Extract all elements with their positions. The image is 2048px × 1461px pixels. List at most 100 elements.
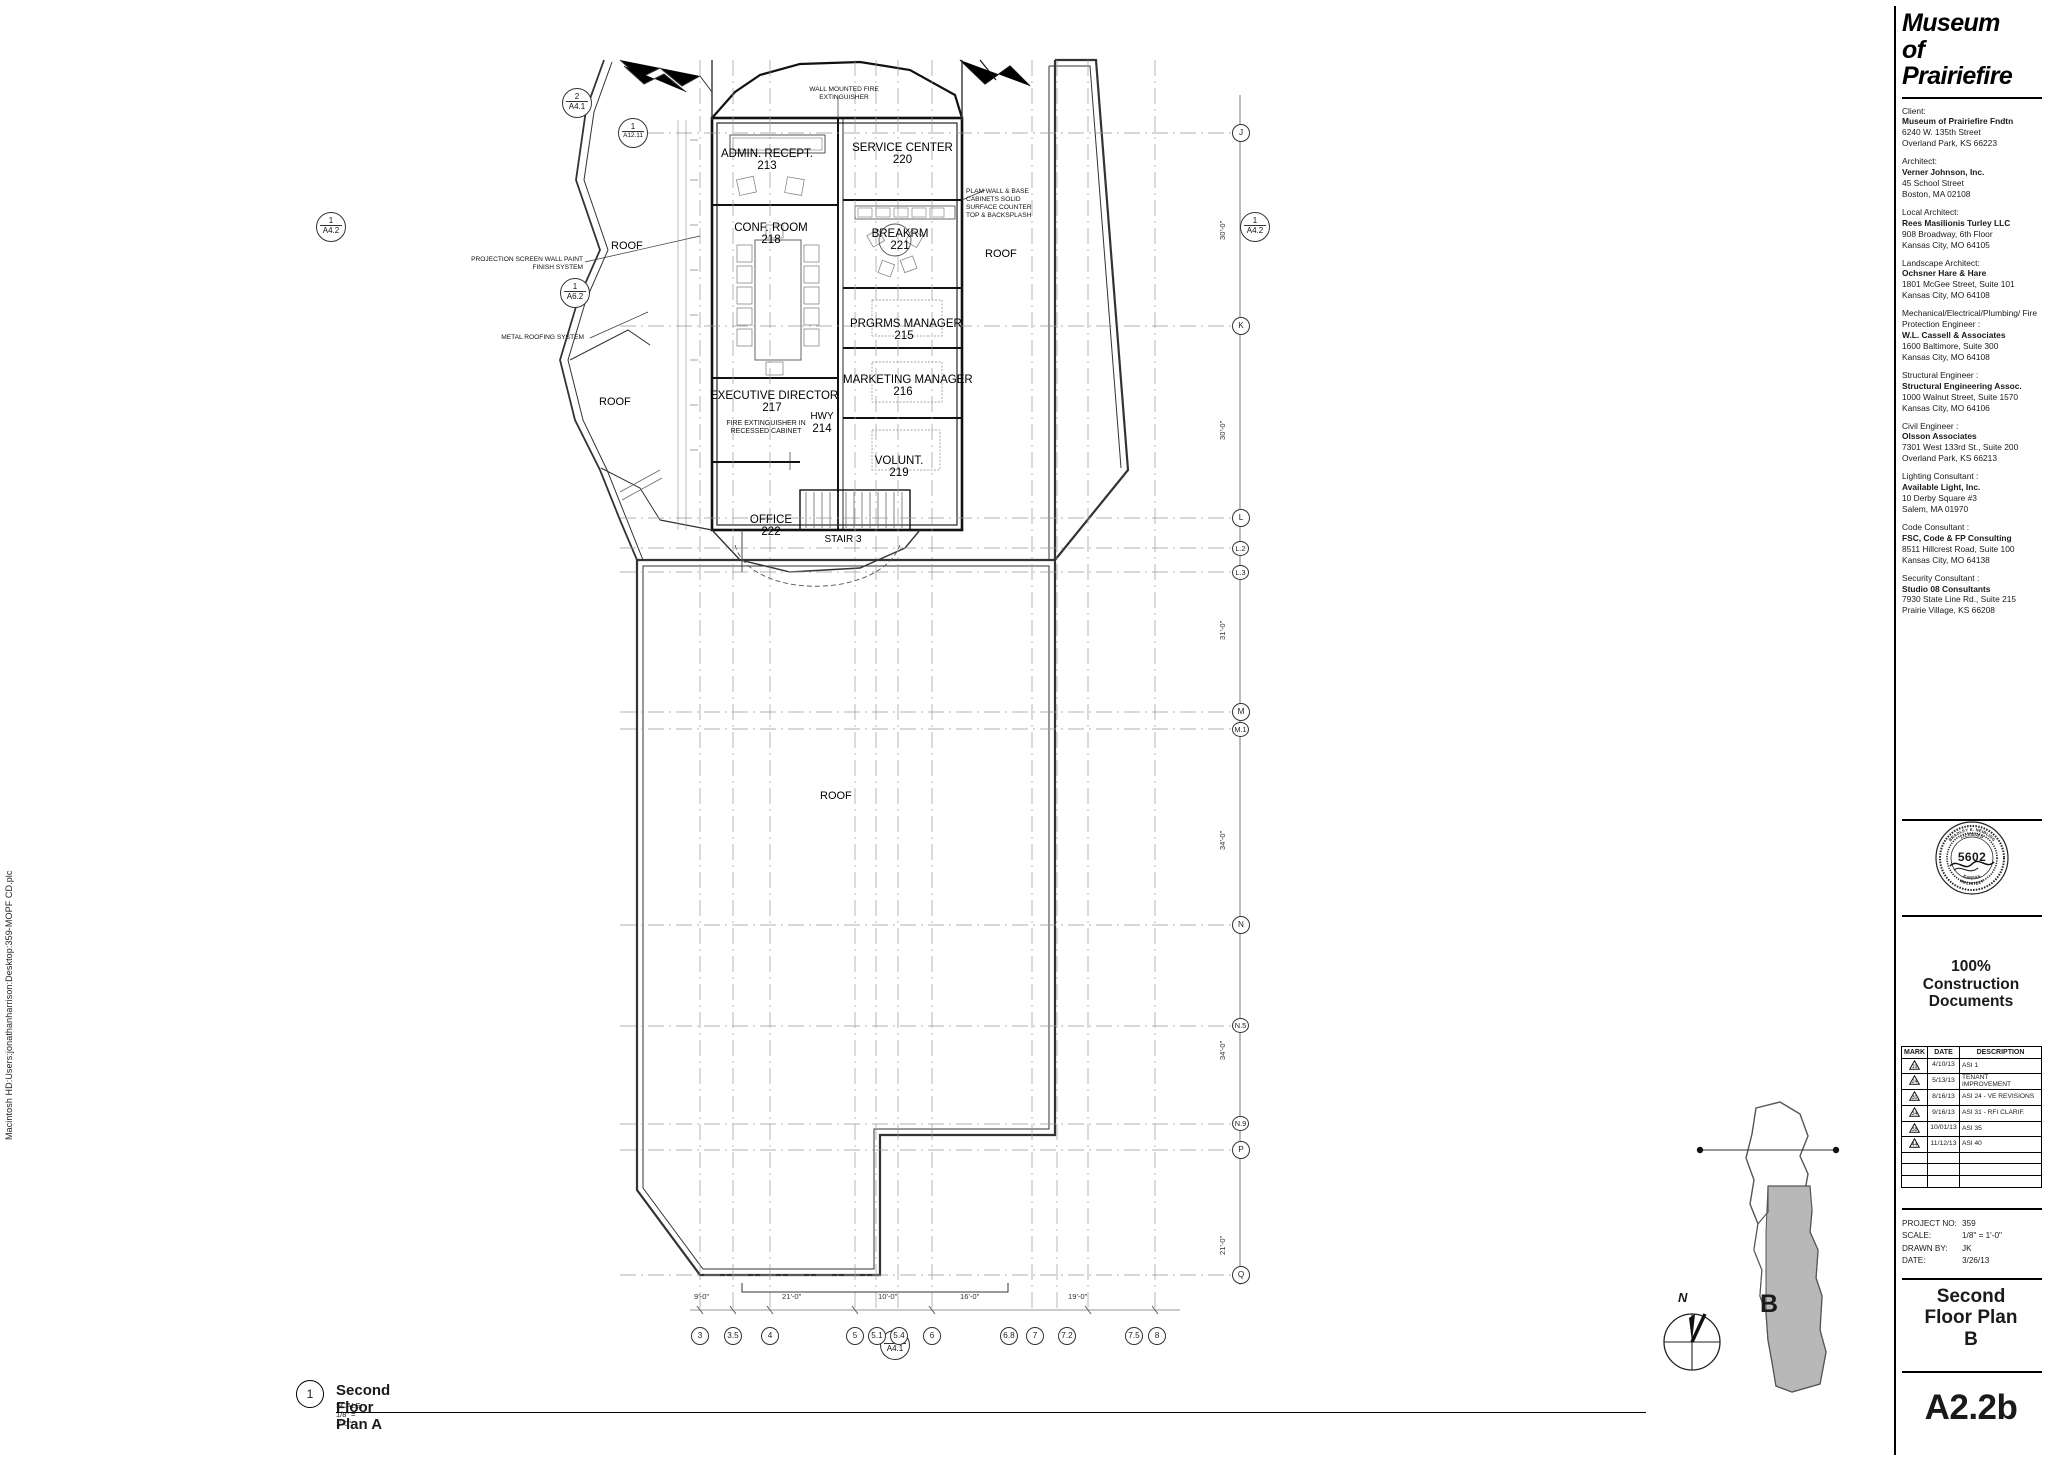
sheet-number: A2.2b [1924, 1388, 2018, 1427]
grid-bubble-5-1[interactable]: 5.1 [868, 1327, 886, 1345]
grid-bubble-N[interactable]: N [1232, 916, 1250, 934]
room-name: SERVICE CENTER [852, 142, 953, 154]
grid-bubble-6-8[interactable]: 6.8 [1000, 1327, 1018, 1345]
scale-value: 1/8" = 1'-0" [1962, 1231, 2002, 1241]
room-number: 221 [890, 240, 910, 253]
revision-header-mark: MARK [1901, 1046, 1928, 1059]
note-metal-roofing: METAL ROOFING SYSTEM [501, 334, 584, 341]
revision-row [1901, 1151, 2042, 1165]
consultant-role: Local Architect: [1902, 206, 1959, 217]
revision-mark [1901, 1163, 1928, 1176]
grid-bubble-8[interactable]: 8 [1148, 1327, 1166, 1345]
dimension-9-0: 9'-0" [694, 1292, 710, 1301]
grid-bubble-6[interactable]: 6 [923, 1327, 941, 1345]
seal-divider-top [1902, 819, 2042, 821]
architect-seal-icon: BRADLEY K. NEIBLING LICENSED KANSAS ARCH… [1934, 820, 2010, 896]
grid-bubble-J[interactable]: J [1232, 124, 1250, 142]
floor-plan-vector [559, 58, 1241, 1315]
grid-bubble-K[interactable]: K [1232, 317, 1250, 335]
consultant-address-2: Kansas City, MO 64105 [1902, 239, 1990, 250]
room-prgrms-manager: PRGRMS MANAGER 215 [850, 318, 962, 343]
consultant-role: Code Consultant : [1902, 521, 1970, 532]
issue-status: 100% Construction Documents [1896, 958, 2046, 1011]
room-number: 215 [894, 330, 914, 343]
date-label: DATE: [1902, 1256, 1926, 1266]
grid-bubble-N-5[interactable]: N.5 [1232, 1018, 1249, 1033]
grid-bubble-N-9[interactable]: N.9 [1232, 1116, 1249, 1131]
key-plan-area-letter: B [1760, 1290, 1779, 1318]
svg-text:19: 19 [1912, 1064, 1918, 1070]
detail-callout-a6-2[interactable]: 1 A6.2 [560, 278, 590, 308]
grid-bubble-5-4[interactable]: 5.4 [890, 1327, 908, 1345]
grid-bubble-L-2[interactable]: L.2 [1232, 541, 1249, 556]
grid-bubble-7-2[interactable]: 7.2 [1058, 1327, 1076, 1345]
grid-bubble-4[interactable]: 4 [761, 1327, 779, 1345]
dimension-31-0: 31'-0" [1218, 620, 1227, 640]
sheet-title: Second Floor Plan B [1896, 1286, 2046, 1350]
consultant-name: FSC, Code & FP Consulting [1902, 532, 2012, 543]
svg-text:30: 30 [1912, 1096, 1918, 1102]
consultant-address-2: Salem, MA 01970 [1902, 504, 1969, 514]
svg-text:34: 34 [1912, 1111, 1918, 1117]
consultant-address-1: 7930 State Line Rd., Suite 215 [1902, 594, 2017, 605]
grid-bubble-L-3[interactable]: L.3 [1232, 565, 1249, 580]
project-number-row: PROJECT NO: 359 [1902, 1218, 2042, 1230]
detail-callout-a4-2-left[interactable]: 1 A4.2 [316, 212, 346, 242]
architect-seal-block: BRADLEY K. NEIBLING LICENSED KANSAS ARCH… [1896, 812, 2046, 952]
consultant-address-2: Kansas City, MO 64138 [1902, 554, 1990, 565]
grid-bubble-M-1[interactable]: M.1 [1232, 722, 1249, 737]
note-projection-screen: PROJECTION SCREEN WALL PAINT FINISH SYST… [471, 256, 583, 271]
consultant-address-1: 1801 McGee Street, Suite 101 [1902, 279, 2015, 290]
callout-detail-number: 1 [572, 282, 578, 291]
revision-description: ASI 35 [1959, 1120, 2042, 1138]
issue-status-line-2: Construction [1922, 975, 2020, 993]
detail-callout-a12-11[interactable]: 1 A12.11 [618, 118, 648, 148]
consultant-address-2: Kansas City, MO 64108 [1902, 351, 1990, 362]
revision-mark [1901, 1174, 1928, 1188]
consultant-name: Verner Johnson, Inc. [1902, 167, 1985, 178]
revision-date: 4/10/13 [1927, 1057, 1960, 1075]
revision-header-description: DESCRIPTION [1959, 1046, 2042, 1059]
revision-date: 11/12/13 [1927, 1136, 1960, 1153]
callout-detail-number: 2 [574, 92, 580, 101]
seal-divider-bottom [1902, 915, 2042, 917]
grid-bubble-7-5[interactable]: 7.5 [1125, 1327, 1143, 1345]
consultant-name: Rees Masilionis Turley LLC [1902, 217, 2011, 228]
grid-bubble-7[interactable]: 7 [1026, 1327, 1044, 1345]
project-number-label: PROJECT NO: [1902, 1219, 1957, 1228]
grid-bubble-L[interactable]: L [1232, 509, 1250, 527]
grid-bubble-Q[interactable]: Q [1232, 1266, 1250, 1284]
room-number: 222 [761, 526, 781, 539]
revision-header-date: DATE [1927, 1046, 1960, 1059]
consultant-address-2: Prairie Village, KS 66208 [1902, 605, 1995, 616]
revision-mark [1901, 1151, 1928, 1165]
consultant-address-1: 908 Broadway, 6th Floor [1902, 228, 1993, 239]
callout-sheet-number: A4.1 [884, 1343, 906, 1353]
consultant-address-1: 45 School Street [1902, 178, 1964, 189]
project-number-value: 359 [1962, 1219, 1976, 1228]
room-marketing-manager: MARKETING MANAGER 216 [843, 374, 973, 399]
revision-date [1927, 1151, 1960, 1165]
revision-mark: 34 [1901, 1104, 1928, 1122]
consultant-name: Studio 08 Consultants [1902, 583, 1991, 594]
revision-mark: 24 [1901, 1073, 1928, 1091]
detail-callout-a4-2-right[interactable]: 1 A4.2 [1240, 212, 1270, 242]
consultant-address-2: Overland Park, KS 66213 [1902, 453, 1997, 464]
grid-bubble-M[interactable]: M [1232, 703, 1250, 721]
consultant-address-2: Overland Park, KS 66223 [1902, 138, 1997, 149]
grid-bubble-P[interactable]: P [1232, 1141, 1250, 1159]
sheet-title-line-3: B [1964, 1328, 1978, 1350]
consultant-address-2: Kansas City, MO 64106 [1902, 402, 1990, 413]
grid-bubble-5[interactable]: 5 [846, 1327, 864, 1345]
svg-text:LICENSED: LICENSED [1960, 832, 1985, 840]
project-name: Museum of Prairiefire [1902, 10, 2042, 90]
grid-bubble-3[interactable]: 3 [691, 1327, 709, 1345]
roof-label: ROOF [985, 248, 1017, 260]
revision-date: 5/13/13 [1927, 1073, 1960, 1091]
drawn-by-value: JK [1962, 1243, 1972, 1253]
dimension-10-0: 10'-0" [878, 1292, 898, 1301]
grid-bubble-3-5[interactable]: 3.5 [724, 1327, 742, 1345]
detail-callout-a4-1[interactable]: 2 A4.1 [562, 88, 592, 118]
